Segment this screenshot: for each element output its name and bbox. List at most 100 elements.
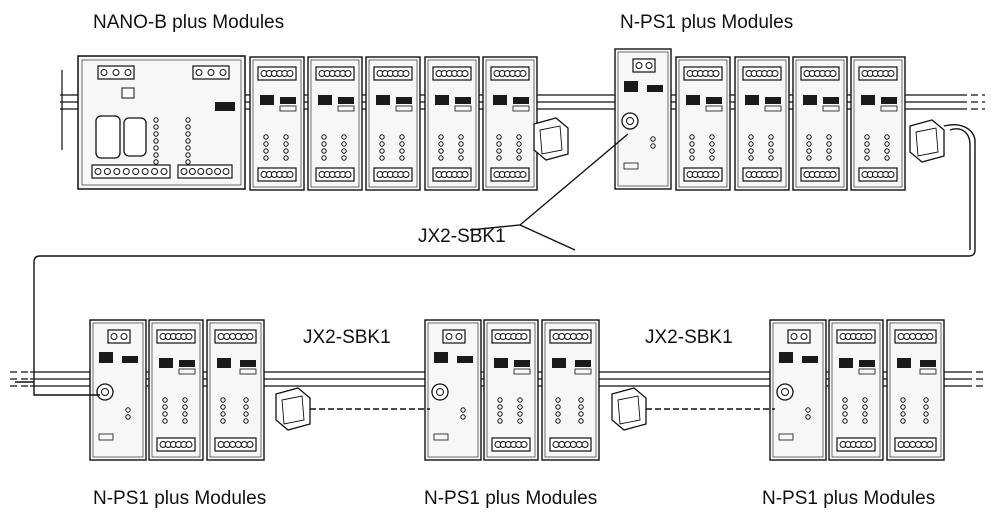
terminal-screw [122, 168, 130, 175]
controller-brand-label [215, 102, 235, 111]
status-led [162, 418, 168, 424]
terminal-screw [160, 168, 168, 175]
sub-d-connector-bottom-left [275, 387, 311, 431]
terminal-screw [240, 441, 248, 448]
cable-jx2-sbk1-main [33, 124, 976, 396]
terminal-screw [207, 69, 215, 76]
terminal-screw [790, 333, 798, 340]
terminal-screw [240, 333, 248, 340]
sub-d-connector-top-right [909, 119, 945, 163]
module-brand-label [396, 97, 412, 104]
status-led [185, 131, 191, 137]
status-led [578, 397, 584, 403]
status-led [900, 404, 906, 410]
module-brand-label [920, 360, 936, 367]
status-led [517, 411, 523, 417]
status-led [862, 397, 868, 403]
sub-d-connector-body [275, 387, 311, 431]
bus-connector-port-inner [436, 388, 444, 396]
terminal-screw [195, 69, 203, 76]
status-led [438, 134, 444, 140]
status-led [341, 141, 347, 147]
label-cable-mid-right: JX2-SBK1 [645, 327, 733, 348]
status-led [460, 407, 466, 413]
status-led [182, 418, 188, 424]
terminal-screw [197, 168, 205, 175]
module-type-label [705, 105, 723, 112]
status-led [884, 141, 890, 147]
module-label-dark [552, 358, 566, 368]
status-led [923, 404, 929, 410]
status-led [497, 411, 503, 417]
status-led [153, 131, 159, 137]
label-nps1-group-bottom-right: N-PS1 plus Modules [762, 488, 935, 509]
status-led [555, 411, 561, 417]
power-supply-module [614, 48, 672, 190]
module-type-label [454, 105, 472, 112]
status-led [496, 141, 502, 147]
status-led [884, 134, 890, 140]
status-led [162, 397, 168, 403]
status-led [884, 155, 890, 161]
status-led [220, 404, 226, 410]
terminal-screw [829, 171, 837, 178]
cable-main-leader-2 [519, 224, 576, 251]
terminal-screw [575, 333, 583, 340]
module-groups [77, 48, 945, 461]
module-brand-label [280, 97, 296, 104]
terminal-screw [897, 333, 905, 340]
io-module-frame [678, 59, 728, 188]
status-led [864, 134, 870, 140]
status-led [864, 148, 870, 154]
label-nps1-group-top: N-PS1 plus Modules [620, 12, 793, 33]
status-led [341, 148, 347, 154]
module-type-label [764, 105, 782, 112]
module-brand-label [859, 360, 875, 367]
terminal-screw [141, 168, 149, 175]
module-label-dark [803, 95, 817, 105]
module-type-label [858, 368, 876, 375]
module-type-label [513, 368, 531, 375]
status-led [341, 134, 347, 140]
status-led [379, 134, 385, 140]
status-led [438, 155, 444, 161]
status-led [862, 404, 868, 410]
status-led [182, 397, 188, 403]
status-led [185, 138, 191, 144]
status-led [185, 145, 191, 151]
status-led [438, 148, 444, 154]
status-led [220, 397, 226, 403]
status-led [806, 141, 812, 147]
status-led [321, 155, 327, 161]
module-brand-label [802, 356, 818, 363]
status-led [517, 418, 523, 424]
status-led [709, 134, 715, 140]
terminal-screw [920, 441, 928, 448]
terminal-screw [575, 441, 583, 448]
module-label-dark [624, 81, 638, 92]
terminal-screw [569, 333, 577, 340]
terminal-screw [914, 441, 922, 448]
status-led [709, 148, 715, 154]
terminal-screw [112, 69, 120, 76]
status-led [748, 134, 754, 140]
terminal-screw [188, 168, 196, 175]
terminal-screw [234, 333, 242, 340]
status-led [399, 141, 405, 147]
module-label-dark [435, 95, 449, 105]
terminal-screw [903, 333, 911, 340]
module-type-label [822, 105, 840, 112]
terminal-screw [564, 441, 572, 448]
status-led [748, 155, 754, 161]
terminal-screw [558, 333, 566, 340]
io-module [307, 56, 363, 191]
status-led [153, 124, 159, 130]
run-switch [121, 87, 135, 99]
sub-d-connector-shell [539, 125, 563, 155]
status-led [689, 148, 695, 154]
terminal-screw [887, 70, 895, 77]
terminal-screw [865, 441, 873, 448]
terminal-screw [344, 171, 352, 178]
status-led [842, 418, 848, 424]
sub-d-port-2 [123, 117, 147, 157]
